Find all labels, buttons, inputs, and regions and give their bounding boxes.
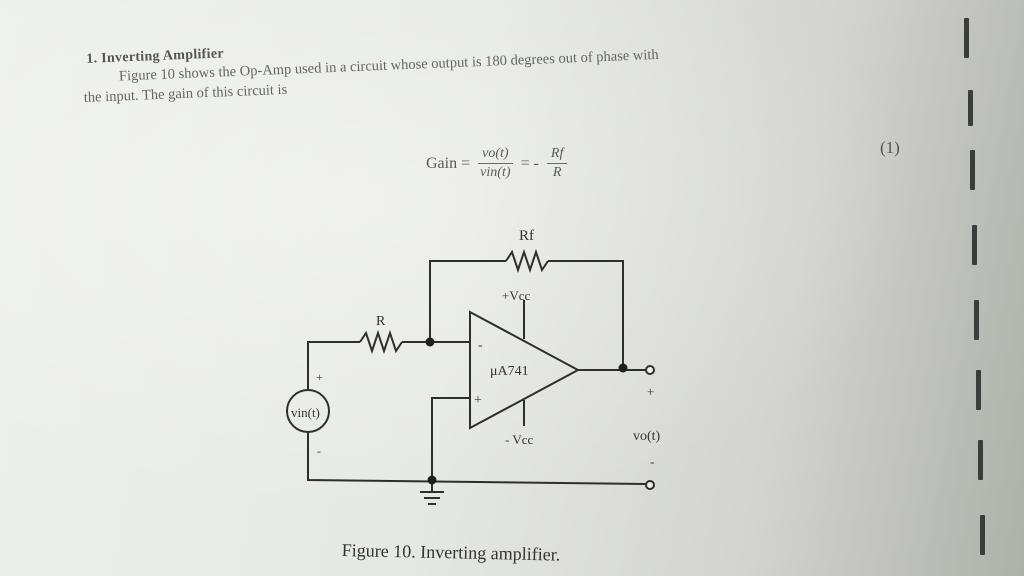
noninverting-input-wire <box>431 397 470 480</box>
ground-symbol <box>420 484 444 505</box>
opamp-triangle <box>469 310 581 430</box>
output-terminal-plus <box>645 365 655 375</box>
inverting-input-sign: - <box>478 338 483 353</box>
junction-node-ground <box>427 475 437 485</box>
noninverting-input-sign: + <box>474 393 482 408</box>
edge-tab <box>980 515 985 555</box>
edge-tab <box>964 18 969 58</box>
edge-tab <box>974 300 979 340</box>
source-label: vin(t) <box>291 405 320 420</box>
junction-node-inverting <box>425 337 435 347</box>
edge-tab <box>972 225 977 265</box>
vcc-neg-label: - Vcc <box>505 432 534 447</box>
equation-number: (1) <box>880 138 900 157</box>
r-resistor <box>359 329 403 355</box>
feedback-wire-right <box>548 260 624 368</box>
vcc-pos-label: +Vcc <box>502 288 530 303</box>
fraction-rf-r: Rf R <box>546 146 568 181</box>
edge-tab <box>968 90 973 126</box>
binder-edge-tabs <box>954 0 994 576</box>
source-minus-sign: - <box>317 444 321 458</box>
ground-rail <box>307 432 647 485</box>
edge-tab <box>976 370 981 410</box>
output-plus-sign: + <box>647 384 654 399</box>
output-voltage-label: vo(t) <box>633 429 661 444</box>
opamp-label: μA741 <box>490 364 529 379</box>
fraction-denominator-vin: vin(t) <box>480 165 511 180</box>
output-terminal-minus <box>645 480 655 490</box>
edge-tab <box>970 150 975 190</box>
fraction-denominator-r: R <box>552 165 562 180</box>
edge-tab <box>978 440 983 480</box>
fraction-vo-vin: vo(t) vin(t) <box>478 146 513 181</box>
output-minus-sign: - <box>650 454 654 469</box>
rf-resistor <box>505 248 549 274</box>
feedback-wire-left <box>429 260 506 342</box>
r-label: R <box>376 314 386 329</box>
fraction-numerator-vo: vo(t) <box>478 146 513 164</box>
source-plus-sign: + <box>316 370 323 384</box>
equation-equals: = - <box>520 154 539 172</box>
junction-node-output <box>618 363 628 373</box>
source-top-wire <box>307 341 360 390</box>
gain-equation: Gain = vo(t) vin(t) = - Rf R <box>426 146 568 181</box>
voltage-source <box>286 389 330 433</box>
fraction-numerator-rf: Rf <box>546 146 568 164</box>
equation-lhs: Gain = <box>426 154 471 172</box>
rf-label: Rf <box>519 228 534 244</box>
